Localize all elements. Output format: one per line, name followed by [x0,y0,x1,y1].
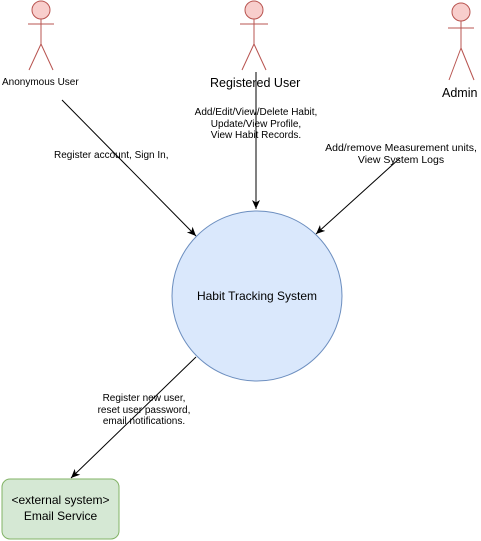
flow-label-registered-line: View Habit Records. [210,130,302,141]
flow-label-external-line: reset user password, [97,404,191,416]
flow-label-registered-line: Update/View Profile, [210,118,302,130]
flow-label-anonymous: Register account, Sign In, [54,150,169,162]
admin-actor-icon [448,2,475,81]
system-label-container: Habit Tracking System [172,212,342,380]
external-system-box [1,478,120,540]
flow-label-external: Register new user, reset user password, … [82,393,206,428]
flow-label-external-line: email notifications. [102,416,186,427]
actor-name-registered-user: Registered User [210,76,301,90]
system-circle [171,210,343,382]
flow-label-anonymous-line: Register account, Sign In, [54,150,169,161]
actor-name-anonymous-user: Anonymous User [2,77,79,88]
external-system-label-container: <external system> Email Service [2,479,119,539]
system-name: Habit Tracking System [196,289,318,303]
registered-user-actor-icon [240,0,268,71]
edge-system-to-external [70,356,197,479]
actor-name-admin: Admin [442,86,478,100]
flow-label-external-line: Register new user, [102,393,186,404]
flow-label-admin-line: Add/remove Measurement units, [325,142,477,154]
edge-admin-to-system [315,157,401,235]
flow-label-registered-line: Add/Edit/View/Delete Habit, [194,107,318,118]
flow-label-admin-line: View System Logs [357,154,445,167]
flow-label-registered: Add/Edit/View/Delete Habit, Update/View … [186,107,326,142]
external-system-name: Email Service [23,509,98,523]
external-system-stereotype: <external system> [11,493,110,508]
edge-anonymous-to-system [61,99,197,237]
anonymous-user-actor-icon [28,0,54,71]
flow-label-admin: Add/remove Measurement units, View Syste… [318,142,481,166]
